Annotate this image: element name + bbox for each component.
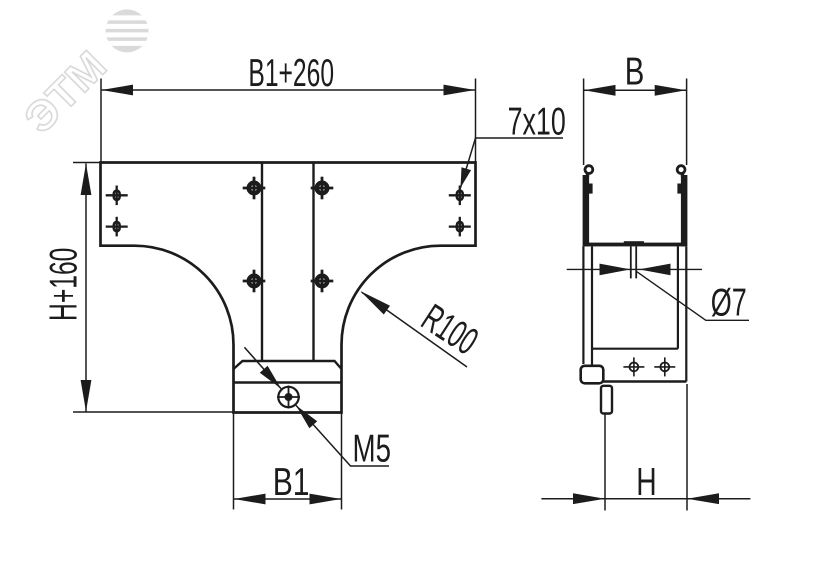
svg-text:B: B [625, 51, 645, 94]
svg-text:H+160: H+160 [41, 248, 85, 321]
svg-text:H: H [636, 461, 656, 505]
svg-text:B1+260: B1+260 [248, 50, 334, 94]
svg-text:M5: M5 [353, 427, 392, 471]
svg-text:B1: B1 [273, 460, 310, 504]
svg-text:Ø7: Ø7 [711, 282, 747, 325]
svg-text:7x10: 7x10 [508, 101, 566, 144]
